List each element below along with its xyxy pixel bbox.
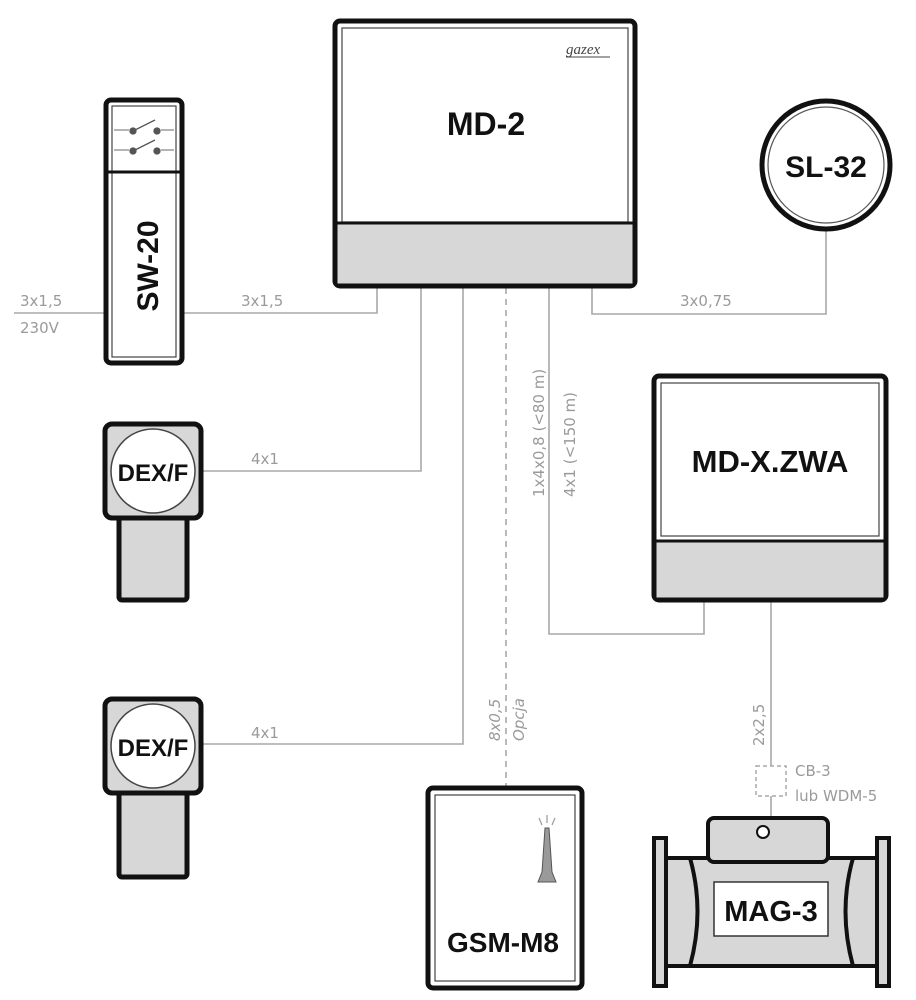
label-mag-option-2: lub WDM-5 xyxy=(795,787,877,805)
mag3-coil-housing xyxy=(706,816,830,864)
mdx-label: MD-X.ZWA xyxy=(692,444,849,479)
label-power-voltage: 230V xyxy=(20,319,60,337)
label-mag-cable: 2x2,5 xyxy=(750,704,768,746)
label-dex2: 4x1 xyxy=(251,724,279,742)
device-md2: MD-2 gazex xyxy=(332,18,638,289)
sw20-body xyxy=(103,97,185,366)
mag3-label-plate xyxy=(713,881,829,937)
md2-brand-logo: gazex xyxy=(566,42,600,58)
label-md2-sl32: 3x0,75 xyxy=(680,292,732,310)
label-sw20-md2: 3x1,5 xyxy=(241,292,283,310)
label-dex1: 4x1 xyxy=(251,450,279,468)
dex2-label: DEX/F xyxy=(118,735,189,762)
label-gsm-option: Opcja xyxy=(510,698,528,741)
device-mdx: MD-X.ZWA xyxy=(651,373,889,603)
wire-labels: 3x1,5 230V 3x1,5 3x0,75 4x1 4x1 1x4x0,8 … xyxy=(20,292,877,805)
label-md2-mdx-b: 4x1 (<150 m) xyxy=(561,392,579,497)
wire-md2-mdx xyxy=(548,288,705,635)
dex1-label: DEX/F xyxy=(118,460,189,487)
md2-body xyxy=(332,18,638,289)
dex1-sensor-head xyxy=(116,507,190,603)
optional-module-marker xyxy=(755,765,787,797)
wire-md2-sl32 xyxy=(591,230,827,315)
switch-icon xyxy=(114,119,174,156)
device-dex2: DEX/F xyxy=(102,696,204,880)
wires xyxy=(14,230,827,816)
label-mag-option-1: CB-3 xyxy=(795,762,831,780)
dex2-sensor-head xyxy=(116,784,190,880)
md2-label: MD-2 xyxy=(447,106,525,142)
gsm-panel xyxy=(434,794,576,982)
sw20-label: SW-20 xyxy=(132,220,165,311)
sl32-label: SL-32 xyxy=(785,151,867,184)
sw20-panel xyxy=(111,105,177,358)
gsm-body xyxy=(425,785,585,991)
label-gsm-cable: 8x0,5 xyxy=(486,699,504,741)
device-dex1: DEX/F xyxy=(102,421,204,603)
gsm-label: GSM-M8 xyxy=(447,927,559,958)
mag3-label: MAG-3 xyxy=(724,896,817,928)
device-mag3: MAG-3 xyxy=(652,816,891,988)
device-sl32: SL-32 xyxy=(759,98,893,232)
mdx-panel xyxy=(660,382,880,537)
sl32-body xyxy=(759,98,893,232)
md2-terminal-strip xyxy=(337,223,633,284)
label-md2-mdx-a: 1x4x0,8 (<80 m) xyxy=(530,369,548,497)
mdx-terminal-strip xyxy=(656,541,884,598)
device-sw20: SW-20 xyxy=(103,97,185,366)
label-power-cable: 3x1,5 xyxy=(20,292,62,310)
device-gsm: GSM-M8 xyxy=(425,785,585,991)
antenna-icon xyxy=(537,815,557,883)
wire-sw20-md2 xyxy=(182,288,378,314)
wire-dex2 xyxy=(201,288,464,745)
wire-dex1 xyxy=(201,288,422,472)
